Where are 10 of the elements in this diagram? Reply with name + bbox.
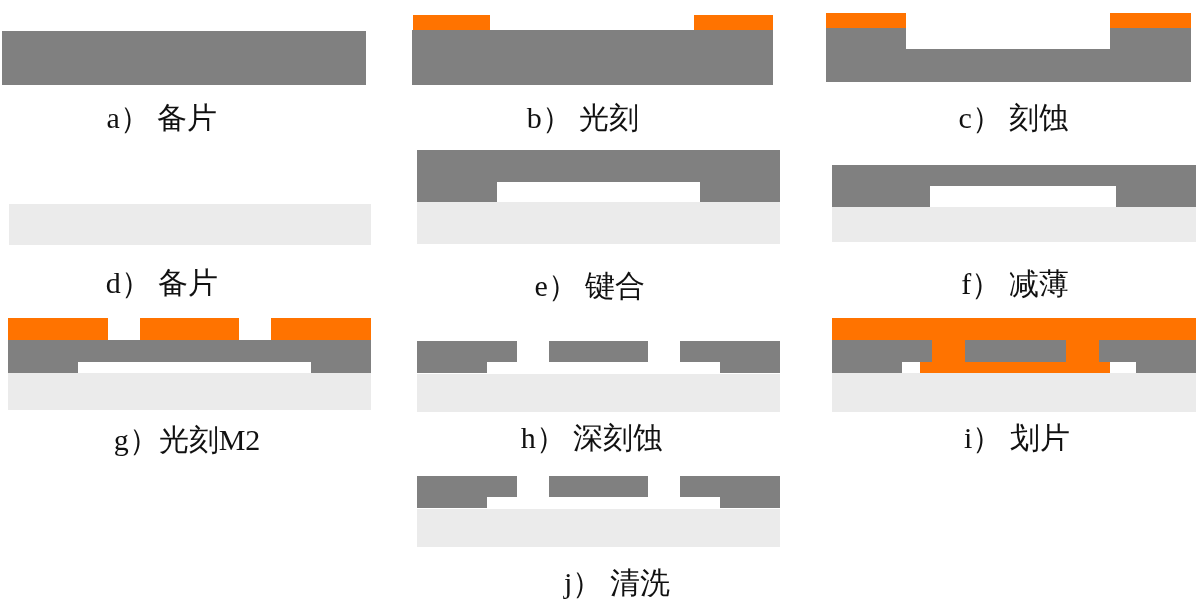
step-caption: e） 键合 <box>534 268 646 304</box>
step-caption: d） 备片 <box>105 265 219 301</box>
step-caption: i） 划片 <box>964 420 1070 456</box>
step-caption: g）光刻M2 <box>113 422 261 458</box>
step-caption: j） 清洗 <box>564 565 670 601</box>
step-caption: a） 备片 <box>106 100 218 136</box>
step-caption: h） 深刻蚀 <box>520 420 664 456</box>
step-caption: f） 减薄 <box>961 266 1069 302</box>
step-caption: b） 光刻 <box>526 100 640 136</box>
step-caption: c） 刻蚀 <box>958 100 1070 136</box>
